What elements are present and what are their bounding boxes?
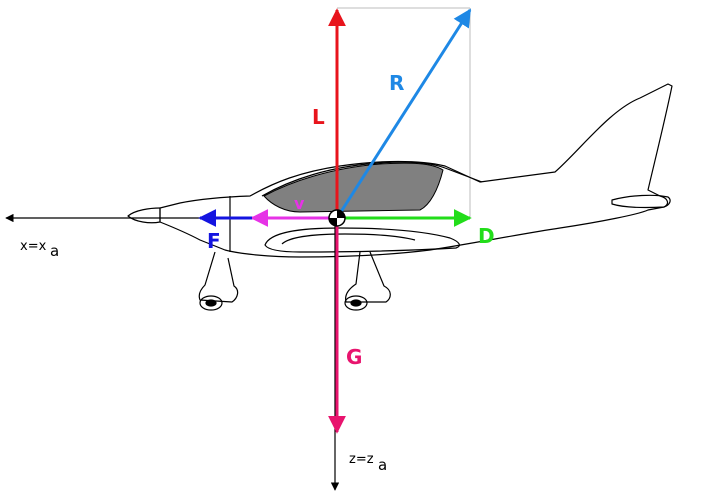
- weight-label: G: [346, 345, 362, 369]
- drag-label: D: [478, 224, 495, 248]
- svg-text:x=x: x=x: [20, 239, 47, 254]
- svg-text:a: a: [378, 456, 387, 474]
- svg-text:z=z: z=z: [349, 452, 374, 467]
- canopy-glass: [263, 162, 444, 213]
- thrust-label: F: [207, 229, 221, 253]
- resultant-label: R: [389, 71, 404, 95]
- aircraft-outline: [127, 83, 673, 311]
- x-axis-label: x=x a: [20, 239, 59, 260]
- lift-label: L: [312, 105, 325, 129]
- resultant-vector: [335, 8, 472, 219]
- velocity-label: v: [294, 194, 305, 213]
- construction-lines: [337, 7, 471, 218]
- z-axis-label: z=z a: [349, 452, 387, 474]
- center-of-gravity-icon: [328, 209, 346, 227]
- svg-text:a: a: [50, 242, 59, 260]
